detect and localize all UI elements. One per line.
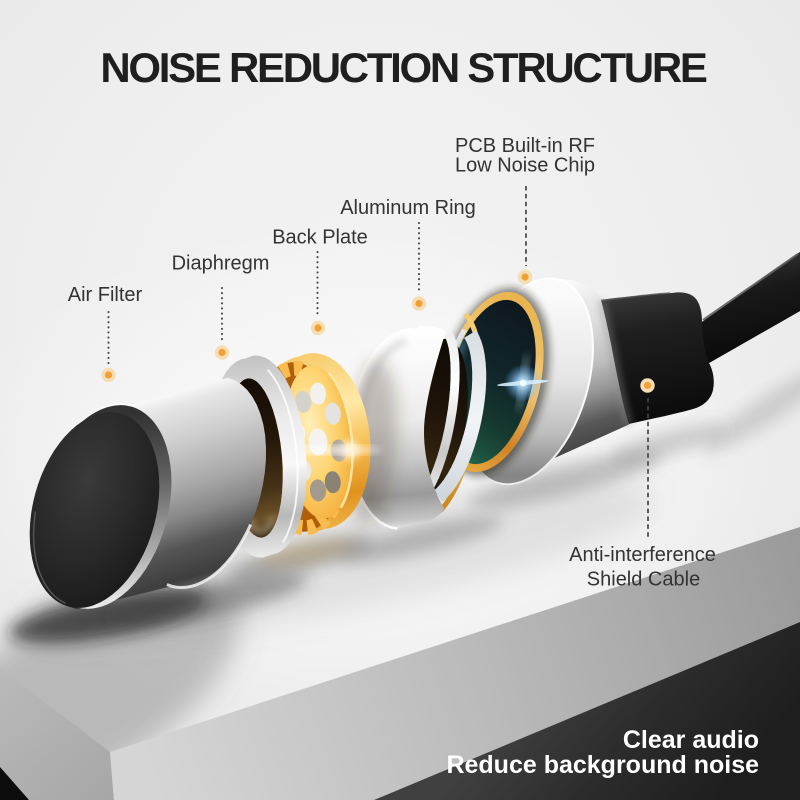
svg-text:Reduce background noise: Reduce background noise	[446, 751, 759, 779]
svg-text:Anti-interference: Anti-interference	[569, 544, 716, 566]
svg-text:Air Filter: Air Filter	[68, 284, 143, 306]
svg-text:Low Noise Chip: Low Noise Chip	[455, 155, 595, 177]
svg-text:Diaphregm: Diaphregm	[172, 253, 270, 275]
svg-text:Clear audio: Clear audio	[623, 726, 759, 754]
svg-text:PCB Built-in RF: PCB Built-in RF	[455, 135, 595, 157]
svg-text:Aluminum Ring: Aluminum Ring	[340, 197, 476, 219]
svg-text:Back Plate: Back Plate	[272, 227, 368, 249]
svg-text:Shield Cable: Shield Cable	[587, 569, 700, 591]
svg-text:NOISE REDUCTION STRUCTURE: NOISE REDUCTION STRUCTURE	[100, 44, 706, 91]
